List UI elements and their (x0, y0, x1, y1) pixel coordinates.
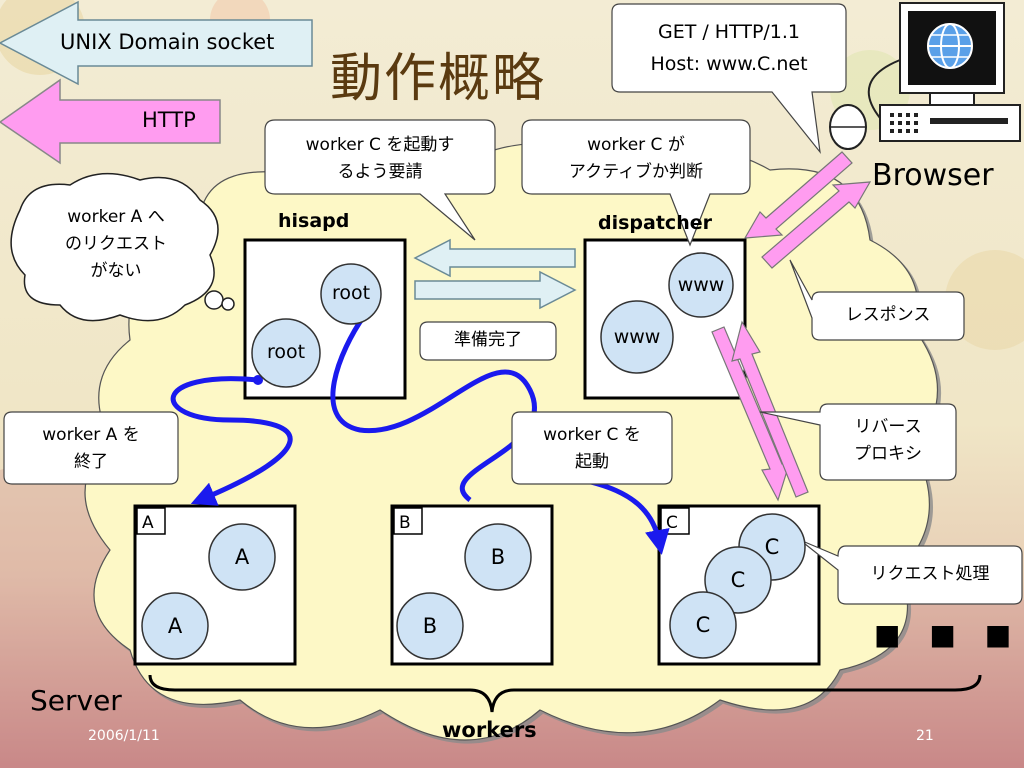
process-root-2-label: root (266, 341, 306, 363)
process-a-2 (141, 592, 209, 660)
process-c-2 (704, 546, 772, 614)
workers-label: workers (442, 718, 537, 742)
http-request-line2: Host: www.C.net (650, 53, 808, 75)
process-a-1 (208, 523, 276, 591)
server-label: Server (30, 684, 122, 717)
legend-http-label: HTTP (142, 108, 196, 132)
unix-arrow-to-dispatcher (414, 270, 577, 310)
process-www-2-label: www (613, 326, 661, 348)
process-www-1 (668, 252, 734, 318)
browser-computer-icon (829, 2, 1021, 150)
callout-start-c-text: worker C を 起動 (543, 425, 641, 472)
callout-c-active-text: worker C が アクティブか判断 (568, 135, 704, 182)
legend-http-arrow (0, 78, 221, 165)
unix-arrow-to-hisapd (413, 238, 576, 278)
thought-bubble (10, 172, 235, 322)
worker-box-b-tag: B (399, 513, 411, 533)
http-arrow-proxy-up (731, 320, 809, 498)
browser-label: Browser (872, 158, 994, 193)
worker-box-c-tag: C (666, 513, 678, 533)
process-c-3 (669, 591, 737, 659)
slide-title: 動作概略 (330, 49, 547, 109)
ellipsis-label: ■ ■ ■ (874, 618, 1022, 651)
process-b-2 (396, 592, 464, 660)
worker-box-a (133, 504, 297, 666)
slide-date: 2006/1/11 (88, 728, 160, 744)
control-line-end-a (170, 376, 293, 506)
callout-reverse-proxy (759, 403, 957, 481)
hisapd-label: hisapd (278, 210, 350, 232)
legend-unix-arrow (0, 0, 313, 86)
http-request-callout (611, 3, 847, 155)
worker-box-a-tag: A (142, 513, 154, 533)
http-request-line1: GET / HTTP/1.1 (657, 21, 801, 43)
process-root-2 (251, 318, 321, 388)
http-arrow-request (743, 151, 853, 239)
callout-no-request-a-text: worker A へ のリクエスト がない (65, 207, 167, 281)
callout-ready-text: 準備完了 (454, 330, 522, 350)
process-b-1-label: B (490, 545, 506, 569)
process-root-1 (320, 263, 382, 325)
process-a-1-label: A (234, 545, 250, 569)
process-b-1 (464, 523, 532, 591)
callout-request-processing-text: リクエスト処理 (870, 564, 990, 584)
callout-end-a-text: worker A を 終了 (42, 425, 140, 472)
callout-reverse-proxy-text: リバース プロキシ (854, 417, 922, 464)
process-root-1-label: root (331, 282, 371, 304)
callout-response-text: レスポンス (845, 305, 931, 325)
process-www-1-label: www (677, 274, 725, 296)
callout-start-c-request (264, 119, 496, 241)
workers-brace (148, 674, 982, 713)
process-c-2-label: C (730, 568, 746, 592)
callout-start-c (511, 411, 673, 485)
process-c-3-label: C (695, 613, 711, 637)
process-a-2-label: A (167, 614, 183, 638)
process-b-2-label: B (422, 614, 438, 638)
process-c-1-label: C (764, 535, 780, 559)
callout-c-active (521, 119, 751, 247)
callout-start-c-request-text: worker C を起動す るよう要請 (305, 135, 455, 182)
dispatcher-label: dispatcher (598, 212, 712, 234)
callout-response (789, 259, 965, 341)
callout-request-processing (799, 539, 1023, 605)
process-www-2 (600, 300, 674, 374)
legend-unix-label: UNIX Domain socket (60, 30, 275, 54)
callout-end-a (3, 411, 179, 485)
callout-ready (419, 321, 557, 361)
slide-page-number: 21 (916, 728, 934, 744)
http-arrow-response (761, 181, 872, 269)
